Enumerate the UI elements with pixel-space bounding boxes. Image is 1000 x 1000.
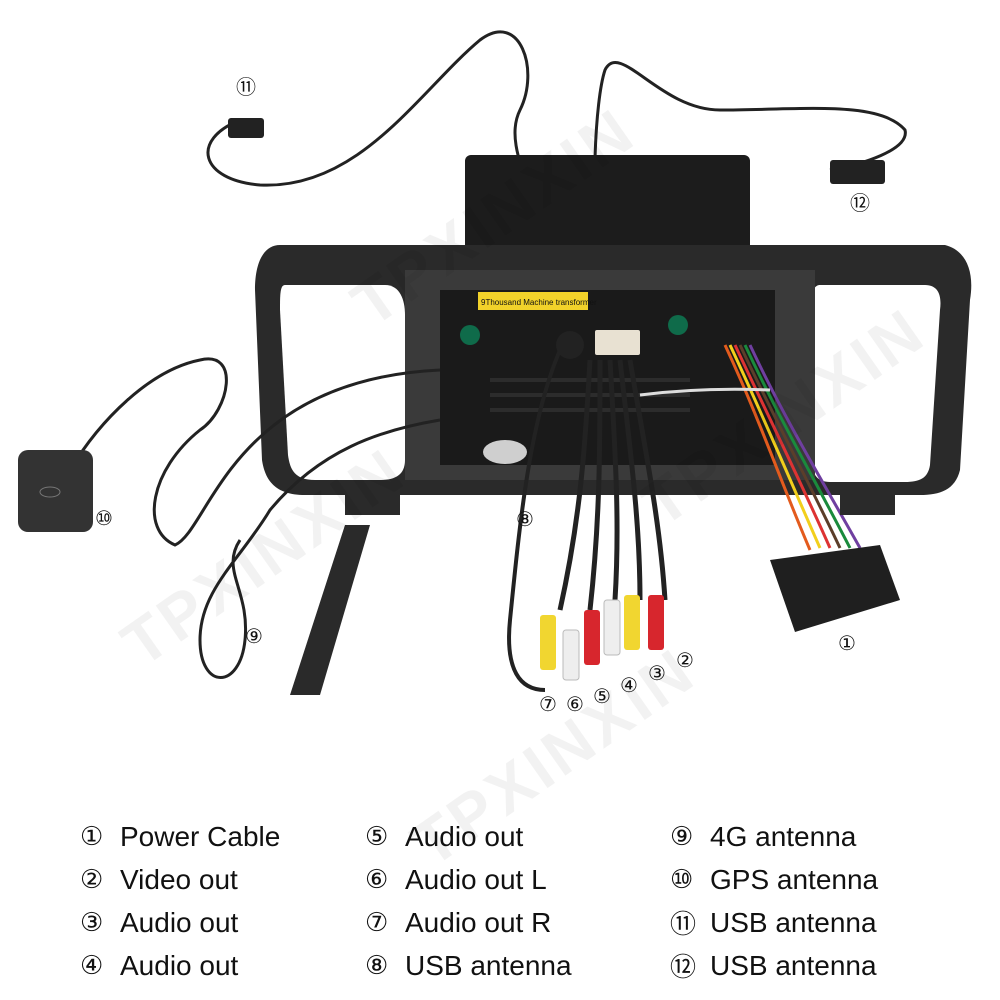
green-connector-right [668,315,688,335]
legend-text: 4G antenna [710,820,857,852]
legend-item: ② Video out [80,858,280,901]
label-sticker-text: 9Thousand Machine transformer [481,298,597,307]
callout-6: ⑥ [566,692,584,716]
rca-yellow-1 [540,615,556,670]
usb-connector-12 [830,160,885,184]
usb-cable-12 [593,61,907,301]
legend-item: ⑪ USB antenna [670,901,878,944]
legend-number: ⑨ [670,821,694,852]
usb-connector-11 [228,118,264,138]
4g-antenna-bar [290,525,370,695]
legend-text: Power Cable [120,820,281,852]
legend-text: Audio out [405,820,524,852]
legend-number: ⑪ [670,910,697,940]
legend-item: ⑥ Audio out L [365,858,572,901]
gps-cable [68,357,441,547]
legend-text: Audio out [120,949,239,981]
callout-10: ⑩ [95,506,113,530]
callout-4: ④ [620,673,638,697]
legend-number: ⑥ [365,864,389,895]
legend-text: USB antenna [405,949,572,981]
legend-column-2: ⑤ Audio out ⑥ Audio out L ⑦ Audio out R ⑧ US… [365,815,572,987]
callout-2: ② [676,648,694,672]
callout-11: ⑪ [236,75,256,99]
legend-text: USB antenna [710,949,877,981]
legend-text: USB antenna [710,906,877,938]
legend-item: ⑦ Audio out R [365,901,572,944]
callout-3: ③ [648,661,666,685]
callout-12: ⑫ [850,191,870,215]
callout-1: ① [838,631,856,655]
legend-number: ② [80,864,104,895]
legend-number: ① [80,821,104,852]
usb-cable-8 [507,349,562,692]
bottom-bracket-right [840,485,895,515]
callout-8: ⑧ [516,507,534,531]
legend-column-1: ① Power Cable ② Video out ③ Audio out ④ Audi… [80,815,280,987]
legend-number: ④ [80,950,104,981]
legend-number: ⑩ [670,864,694,895]
rca-red-2 [648,595,664,650]
legend-item: ⑨ 4G antenna [670,815,878,858]
legend-text: Audio out R [405,906,552,938]
legend-text: Audio out [120,906,239,938]
power-connector [770,545,900,632]
legend-item: ⑤ Audio out [365,815,572,858]
rca-white-2 [603,599,621,656]
callout-5: ⑤ [593,684,611,708]
callout-7: ⑦ [539,692,557,716]
legend-number: ⑦ [365,907,389,938]
gps-antenna [18,450,93,532]
legend-number: ⑤ [365,821,389,852]
legend-item: ④ Audio out [80,944,280,987]
legend-item: ⑩ GPS antenna [670,858,878,901]
legend-item: ⑫ USB antenna [670,944,878,987]
legend-text: GPS antenna [710,863,879,895]
4g-cable [198,418,441,679]
chip [483,440,527,464]
legend-text: Video out [120,863,238,895]
callout-9: ⑨ [245,624,263,648]
usb-cable-11 [206,30,557,301]
product-photo: 9Thousand Machine transformer [18,30,972,695]
rca-white-1 [562,629,580,681]
bottom-bracket-left [345,485,400,515]
legend-item: ① Power Cable [80,815,280,858]
legend-text: Audio out L [405,863,547,895]
legend-number: ⑫ [670,953,697,983]
rear-box [465,155,750,255]
rca-yellow-2 [624,595,640,650]
green-connector-left [460,325,480,345]
power-harness [639,344,862,551]
legend: ① Power Cable ② Video out ③ Audio out ④ Audi… [0,815,1000,995]
legend-number: ③ [80,907,104,938]
rca-red-1 [584,610,600,665]
legend-item: ③ Audio out [80,901,280,944]
legend-number: ⑧ [365,950,389,981]
legend-item: ⑧ USB antenna [365,944,572,987]
rca-bundle [540,359,668,681]
connector-block [595,330,640,355]
label-sticker [478,292,588,310]
